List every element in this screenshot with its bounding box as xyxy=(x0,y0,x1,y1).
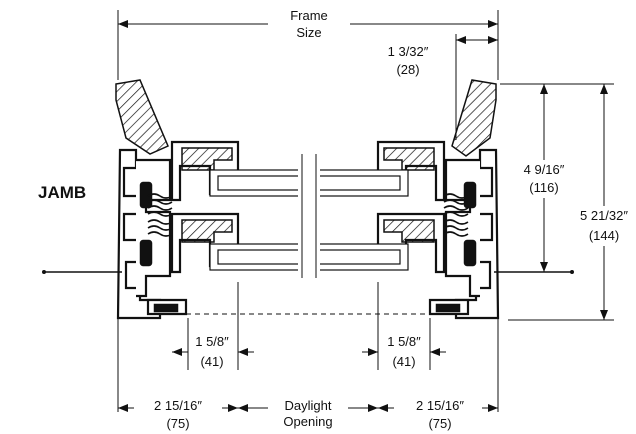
top-offset-imperial: 1 3/32″ xyxy=(388,44,429,59)
right-sash-upper-wood xyxy=(383,147,435,171)
frame-size-label-line2: Size xyxy=(296,25,321,40)
right-balance-upper xyxy=(443,193,469,217)
right-balance-lower xyxy=(443,219,469,237)
left-sash-lower-wood xyxy=(181,219,233,243)
dimension-labels: Frame Size 1 3/32″ (28) 4 9/16″ (116) 5 … xyxy=(38,8,636,431)
right-bottom-block xyxy=(435,303,461,313)
left-balance-upper xyxy=(147,193,173,217)
overall-height-metric: (144) xyxy=(589,228,619,243)
left-frame-inner xyxy=(136,158,172,298)
right-weatherstrip-lower xyxy=(463,239,477,267)
daylight-label-line1: Daylight xyxy=(285,398,332,413)
left-sash-upper-wood xyxy=(181,147,233,171)
daylight-label-line2: Opening xyxy=(283,414,332,429)
right-frame-imperial: 2 15/16″ xyxy=(416,398,464,413)
sash-height-metric: (116) xyxy=(529,180,558,195)
left-sightline-imperial: 1 5/8″ xyxy=(195,334,229,349)
section-geometry xyxy=(42,79,574,370)
left-weatherstrip-lower xyxy=(139,239,153,267)
right-frame-inner xyxy=(444,158,480,298)
right-wood-casing xyxy=(451,79,497,157)
right-sash-lower-wood xyxy=(383,219,435,243)
sash-height-imperial: 4 9/16″ xyxy=(524,162,565,177)
right-weatherstrip-upper xyxy=(463,181,477,209)
right-sightline-metric: (41) xyxy=(392,354,415,369)
left-wood-casing xyxy=(115,79,169,155)
dimension-lines xyxy=(117,10,614,412)
frame-size-label-line1: Frame xyxy=(290,8,328,23)
overall-height-imperial: 5 21/32″ xyxy=(580,208,628,223)
left-bottom-block xyxy=(153,303,179,313)
left-balance-lower xyxy=(147,219,173,237)
left-frame-imperial: 2 15/16″ xyxy=(154,398,202,413)
left-sightline-metric: (41) xyxy=(200,354,223,369)
right-frame-metric: (75) xyxy=(428,416,451,431)
section-label: JAMB xyxy=(38,183,86,202)
top-offset-metric: (28) xyxy=(396,62,419,77)
right-sightline-imperial: 1 5/8″ xyxy=(387,334,421,349)
left-frame-metric: (75) xyxy=(166,416,189,431)
